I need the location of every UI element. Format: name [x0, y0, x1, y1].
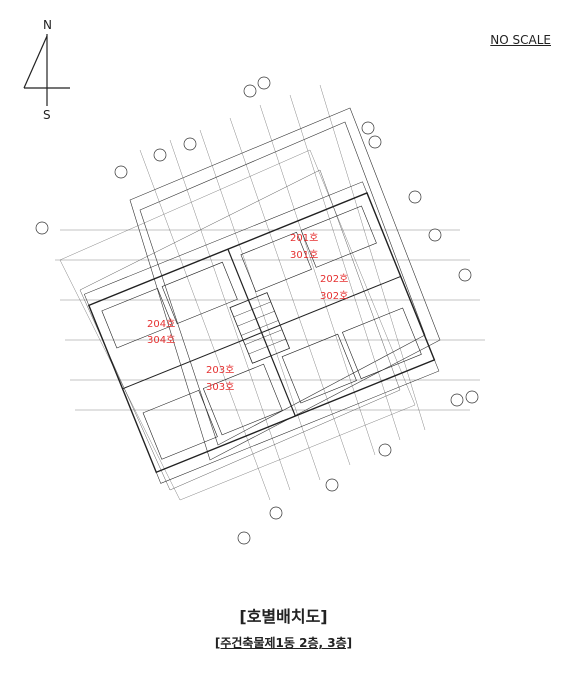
unit-label-202: 202호 — [320, 274, 349, 285]
north-arrow-icon — [23, 34, 70, 106]
unit-label-301: 301호 — [290, 250, 319, 261]
outer-hatch-boundary-2 — [59, 149, 416, 501]
site-boundary — [129, 107, 441, 461]
caption-title: [호별배치도] — [239, 607, 328, 626]
unit-label-303: 303호 — [206, 382, 235, 393]
caption-subtitle: [주건축물제1동 2층, 3층] — [214, 636, 353, 650]
unit-label-304: 304호 — [147, 335, 176, 346]
scale-note: NO SCALE — [490, 33, 551, 47]
unit-label-204: 204호 — [147, 319, 176, 330]
outer-hatch-boundary — [79, 169, 401, 491]
compass-south-label: S — [43, 108, 51, 122]
grid-bubbles — [35, 76, 479, 545]
unit-label-302: 302호 — [320, 291, 349, 302]
unit-label-201: 201호 — [290, 233, 319, 244]
grid-lines — [55, 84, 485, 501]
floor-plan — [35, 76, 485, 545]
north-arrow: N S — [18, 14, 80, 124]
compass-north-label: N — [43, 18, 52, 32]
unit-label-203: 203호 — [206, 365, 235, 376]
building — [84, 181, 440, 484]
